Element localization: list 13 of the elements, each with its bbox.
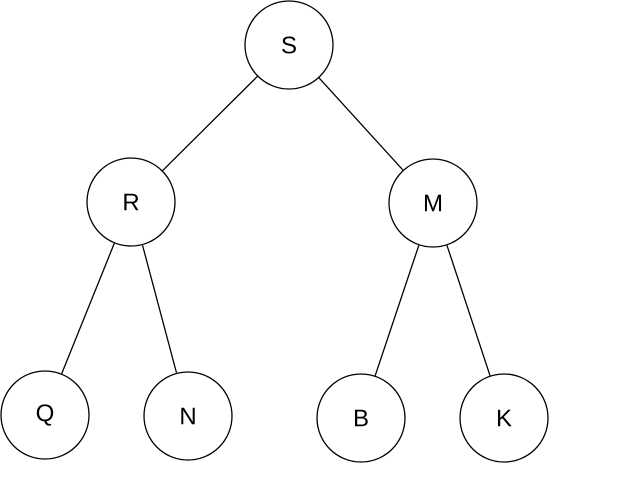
- edge-line: [374, 245, 420, 376]
- edge-line: [142, 244, 178, 374]
- tree-node: S: [244, 0, 334, 90]
- tree-node: K: [459, 373, 549, 463]
- tree-node: N: [143, 371, 233, 461]
- tree-node: M: [388, 158, 478, 248]
- tree-node: Q: [0, 370, 90, 460]
- tree-node: R: [86, 157, 176, 247]
- edge-line: [61, 243, 115, 374]
- edge-line: [318, 78, 404, 170]
- edge-line: [446, 245, 491, 376]
- edge-line: [162, 76, 258, 171]
- tree-node: B: [316, 373, 406, 463]
